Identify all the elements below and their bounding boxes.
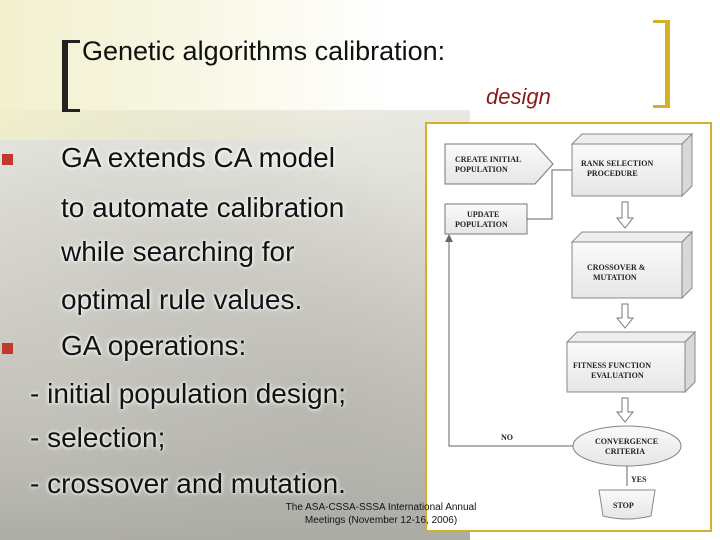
operation-item: - crossover and mutation.: [30, 468, 346, 499]
yes-label: YES: [631, 475, 647, 484]
loop-arrowhead-icon: [445, 234, 453, 242]
bullet-1-line-2: to automate calibration: [61, 192, 345, 223]
rank-selection-label-2: PROCEDURE: [587, 169, 638, 178]
down-arrow-icon: [615, 397, 635, 423]
convergence-label-1: CONVERGENCE: [595, 437, 658, 446]
crossover-mutation-box: CROSSOVER & MUTATION: [570, 230, 694, 300]
create-initial-population-box: CREATE INITIAL POPULATION: [444, 143, 554, 185]
create-initial-label-2: POPULATION: [455, 165, 508, 174]
slide-title: Genetic algorithms calibration:: [82, 36, 446, 66]
down-arrow-icon: [615, 201, 635, 229]
rank-selection-box: RANK SELECTION PROCEDURE: [570, 132, 694, 198]
rank-selection-label-1: RANK SELECTION: [581, 159, 653, 168]
bullet-marker-icon: [2, 154, 13, 165]
update-label-2: POPULATION: [455, 220, 508, 229]
fitness-label-2: EVALUATION: [591, 371, 644, 380]
title-left-bracket: [62, 40, 80, 112]
footer-citation: The ASA-CSSA-SSSA International Annual M…: [276, 501, 486, 527]
footer-line-2: Meetings (November 12-16, 2006): [304, 515, 458, 526]
background-glow: [0, 0, 720, 140]
create-initial-label-1: CREATE INITIAL: [455, 155, 521, 164]
bullet-2-line-1: GA operations:: [61, 330, 247, 361]
operation-item: - initial population design;: [30, 378, 346, 409]
bullet-marker-icon: [2, 343, 13, 354]
update-to-selection-line: [527, 169, 572, 220]
fitness-evaluation-box: FITNESS FUNCTION EVALUATION: [565, 330, 697, 394]
update-population-box: UPDATE POPULATION: [444, 203, 528, 235]
slide-subtitle: design: [486, 84, 551, 109]
stop-label: STOP: [613, 501, 634, 510]
convergence-label-2: CRITERIA: [605, 447, 645, 456]
down-arrow-icon: [615, 303, 635, 329]
footer-line-1: The ASA-CSSA-SSSA International Annual: [285, 502, 477, 513]
flowchart-svg: CREATE INITIAL POPULATION UPDATE POPULAT…: [444, 132, 697, 520]
title-right-bracket: [653, 20, 670, 108]
bullet-1-line-1: GA extends CA model: [61, 142, 335, 173]
fitness-label-1: FITNESS FUNCTION: [573, 361, 651, 370]
no-loop-line: [448, 236, 573, 447]
flowchart-panel: CREATE INITIAL POPULATION UPDATE POPULAT…: [425, 122, 712, 532]
bullet-1-line-4: optimal rule values.: [61, 284, 303, 315]
operation-item: - selection;: [30, 422, 166, 453]
background-city-photo: [0, 110, 470, 540]
no-label: NO: [501, 433, 513, 442]
crossover-label-1: CROSSOVER &: [587, 263, 646, 272]
convergence-criteria-node: CONVERGENCE CRITERIA: [572, 425, 682, 467]
crossover-label-2: MUTATION: [593, 273, 637, 282]
bullet-1-line-3: while searching for: [61, 236, 295, 267]
stop-node: STOP: [598, 489, 656, 520]
update-label-1: UPDATE: [467, 210, 499, 219]
